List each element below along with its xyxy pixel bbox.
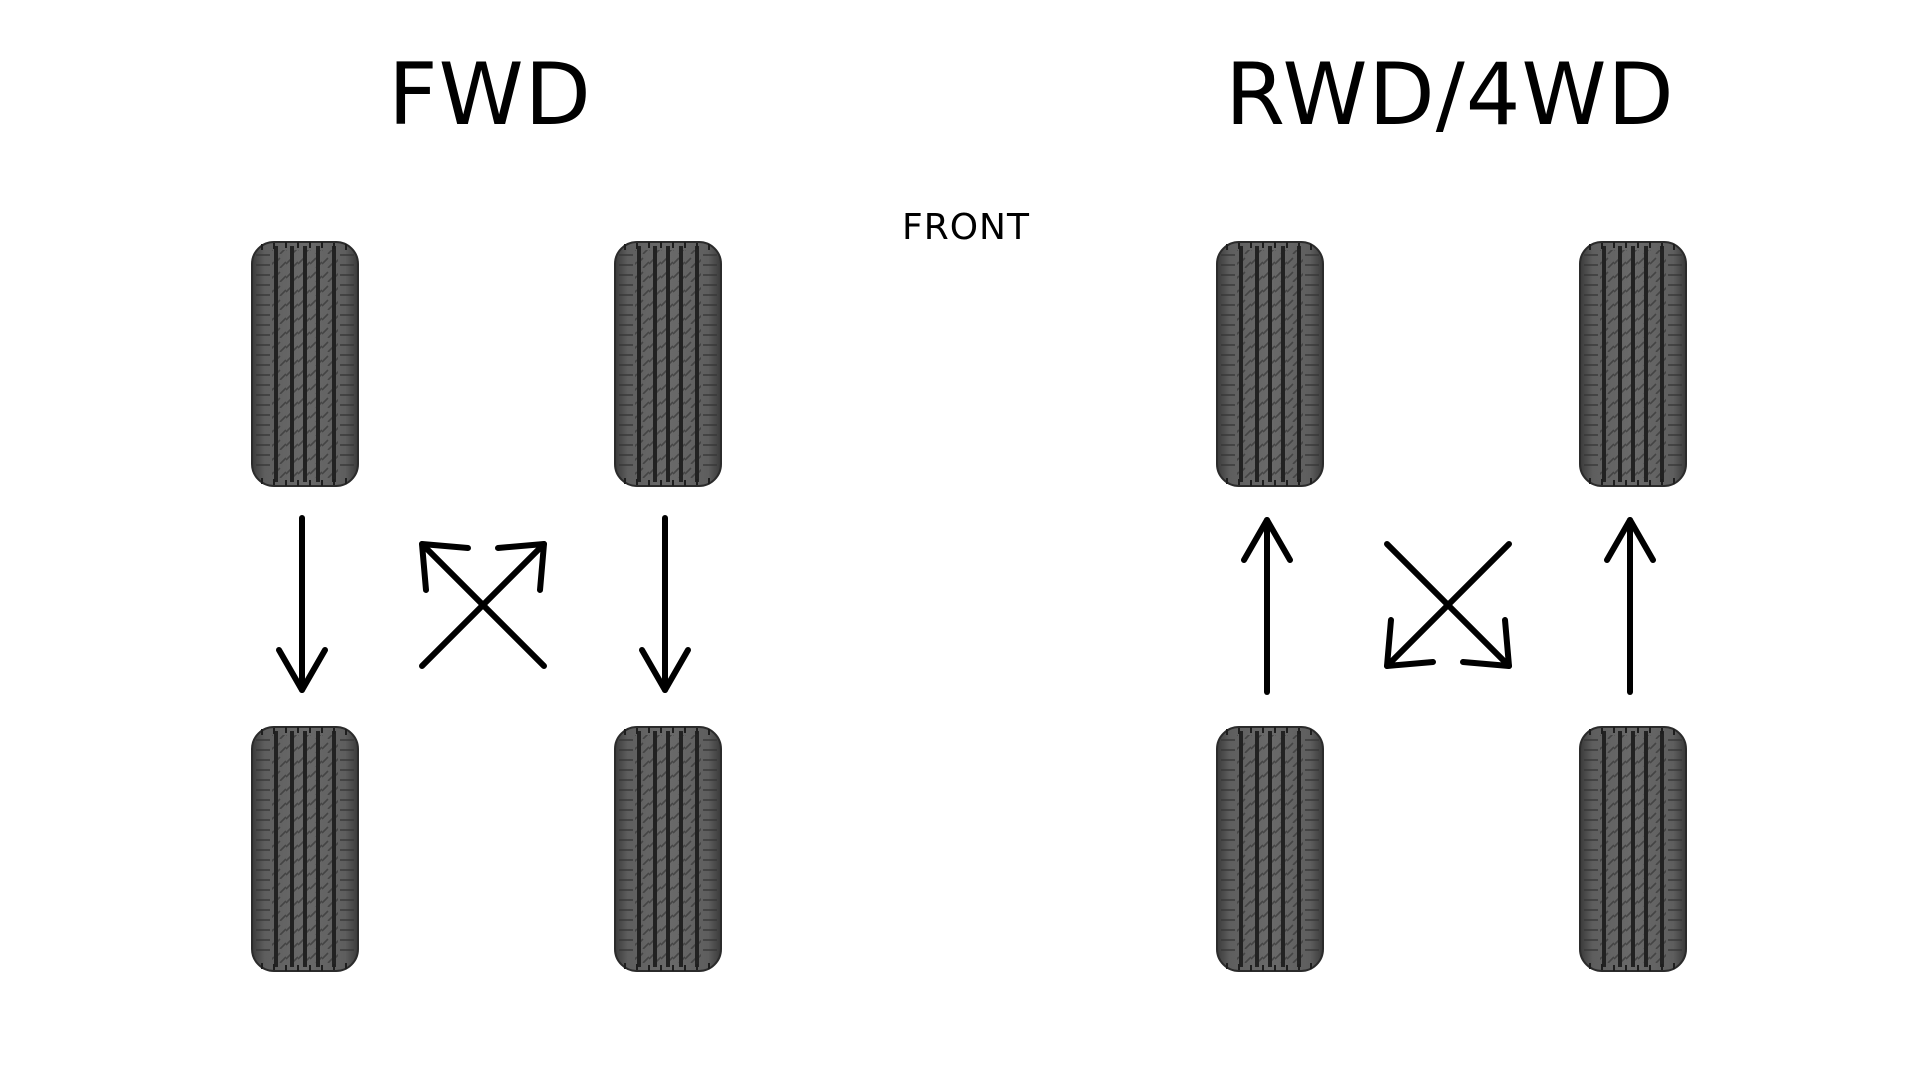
rwd-left-up-arrow-icon [1241,517,1293,695]
fwd-cross-up-right-arrow-icon [419,541,547,669]
fwd-title: FWD [388,45,592,145]
rwd-4wd-title: RWD/4WD [1225,45,1675,145]
rwd-cross-down-right-arrow-icon [1384,541,1512,669]
front-label: FRONT [902,207,1030,248]
fwd-right-down-arrow-icon [639,515,691,693]
fwd-left-down-arrow-icon [276,515,328,693]
rwd-right-up-arrow-icon [1604,517,1656,695]
